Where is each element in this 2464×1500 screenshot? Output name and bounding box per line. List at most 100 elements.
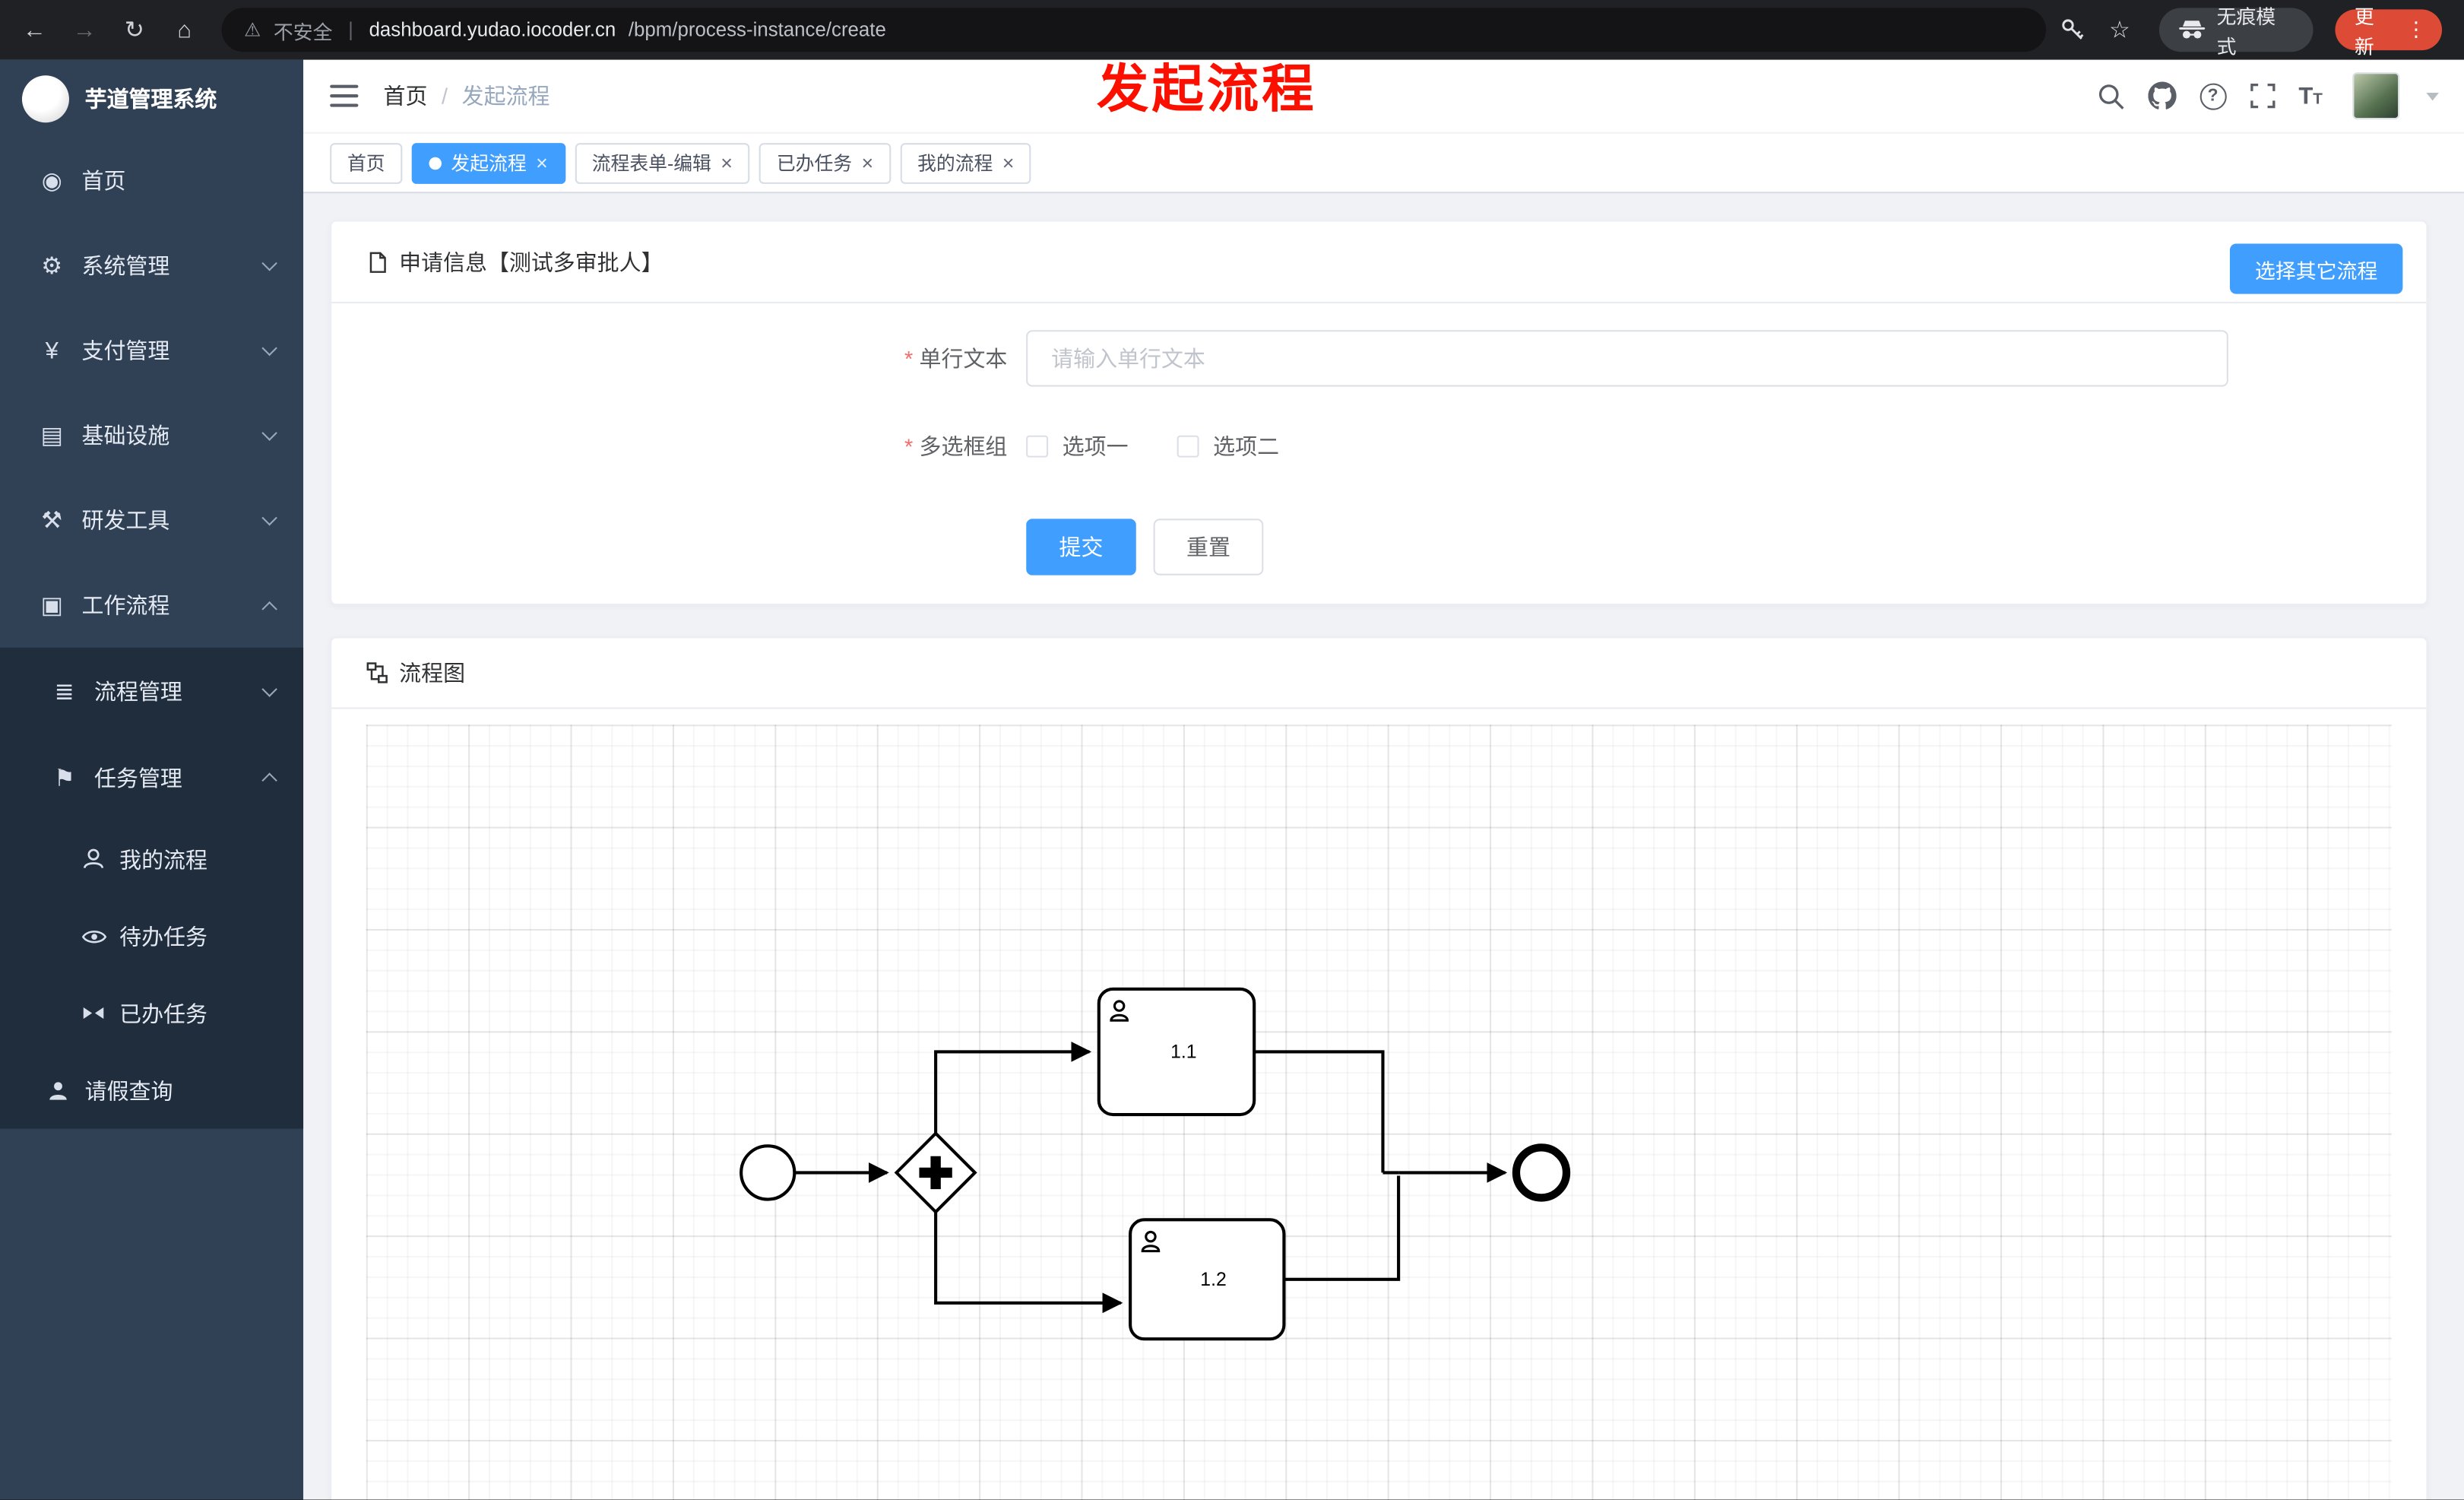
yen-icon: ¥	[45, 337, 59, 364]
sidebar-item-dev-tools[interactable]: ⚒ 研发工具	[0, 478, 303, 563]
user-task-icon	[1110, 1000, 1129, 1022]
url-path: /bpm/process-instance/create	[628, 18, 886, 41]
app-logo[interactable]: 芋道管理系统	[0, 60, 303, 138]
chevron-up-icon	[261, 772, 277, 788]
browser-menu-dots-icon[interactable]: ⋮	[2405, 17, 2427, 41]
warning-icon: ⚠	[244, 18, 261, 41]
browser-update-button[interactable]: 更新 ⋮	[2336, 6, 2443, 59]
sidebar-item-process-management[interactable]: ≣ 流程管理	[0, 648, 303, 734]
bpmn-canvas[interactable]: 1.1 1.2	[366, 725, 2392, 1500]
user-task-icon	[1141, 1230, 1161, 1253]
incognito-icon	[2178, 21, 2205, 39]
dashboard-icon: ◉	[41, 168, 62, 195]
close-icon[interactable]: ×	[721, 151, 733, 175]
sidebar-item-done-tasks[interactable]: 已办任务	[0, 975, 303, 1051]
tab-my-processes[interactable]: 我的流程 ×	[900, 142, 1032, 183]
update-label: 更新	[2354, 6, 2374, 59]
tags-view-bar: 首页 发起流程 × 流程表单-编辑 × 已办任务 × 我的流程 ×	[303, 133, 2464, 194]
required-asterisk: *	[904, 345, 914, 371]
single-line-text-input[interactable]	[1026, 330, 2228, 387]
bpmn-start-event[interactable]	[740, 1144, 797, 1201]
incognito-label: 无痕模式	[2216, 6, 2276, 59]
submit-button[interactable]: 提交	[1026, 518, 1136, 576]
search-icon[interactable]	[2098, 83, 2124, 109]
apply-info-card-header: 申请信息【测试多审批人】	[331, 222, 2427, 304]
checkbox-box[interactable]	[1026, 435, 1049, 458]
bpmn-parallel-gateway[interactable]	[894, 1131, 977, 1214]
browser-forward-button[interactable]: →	[72, 16, 97, 43]
sidebar-item-infrastructure[interactable]: ▤ 基础设施	[0, 393, 303, 478]
tools-icon: ⚒	[41, 507, 63, 534]
checkbox-box[interactable]	[1177, 435, 1199, 458]
collapse-sidebar-icon[interactable]	[330, 84, 359, 107]
sidebar-item-my-processes[interactable]: 我的流程	[0, 820, 303, 897]
bpmn-user-task-1-2[interactable]: 1.2	[1129, 1218, 1286, 1341]
sidebar-item-system-management[interactable]: ⚙ 系统管理	[0, 224, 303, 309]
sidebar-item-todo-tasks[interactable]: 待办任务	[0, 898, 303, 975]
app-title: 芋道管理系统	[84, 86, 217, 112]
person-icon	[47, 1077, 72, 1102]
svg-text:1.2: 1.2	[1200, 1270, 1226, 1290]
chevron-down-icon	[261, 425, 277, 441]
browser-home-button[interactable]: ⌂	[177, 16, 192, 43]
breadcrumb-separator: /	[441, 83, 448, 109]
breadcrumb-home[interactable]: 首页	[383, 83, 428, 109]
checkbox-option-one[interactable]: 选项一	[1026, 431, 1129, 462]
user-avatar[interactable]	[2352, 72, 2400, 120]
breadcrumb-current: 发起流程	[461, 83, 550, 109]
sidebar-item-payment-management[interactable]: ¥ 支付管理	[0, 308, 303, 393]
close-icon[interactable]: ×	[536, 151, 548, 175]
close-icon[interactable]: ×	[861, 151, 874, 175]
breadcrumb: 首页 / 发起流程	[383, 80, 549, 111]
bookmark-star-icon[interactable]: ☆	[2108, 17, 2130, 44]
annotation-text: 发起流程	[1097, 59, 1317, 119]
svg-text:1.1: 1.1	[1170, 1042, 1196, 1063]
bpmn-user-task-1-1[interactable]: 1.1	[1097, 987, 1256, 1117]
apply-info-card: 选择其它流程 申请信息【测试多审批人】 *单行文本 *多选框组	[330, 220, 2428, 606]
form-row-checkbox: *多选框组 选项一 选项二	[331, 431, 2426, 462]
close-icon[interactable]: ×	[1002, 151, 1015, 175]
reset-button[interactable]: 重置	[1153, 518, 1264, 576]
security-label: 不安全	[273, 21, 333, 43]
tab-done-tasks[interactable]: 已办任务 ×	[759, 142, 891, 183]
github-icon[interactable]	[2147, 81, 2177, 110]
tab-process-form-edit[interactable]: 流程表单-编辑 ×	[574, 142, 750, 183]
sidebar-item-task-management[interactable]: ⚑ 任务管理	[0, 734, 303, 821]
sidebar-item-home[interactable]: ◉ 首页	[0, 138, 303, 224]
card-title: 流程图	[399, 660, 466, 686]
list-icon: ≣	[54, 678, 74, 706]
main-content: 选择其它流程 申请信息【测试多审批人】 *单行文本 *多选框组	[303, 193, 2464, 1500]
avatar-caret-down-icon[interactable]	[2426, 91, 2439, 100]
flow-task-1-1-to-merge	[1254, 1050, 1385, 1173]
required-asterisk: *	[904, 433, 914, 459]
process-diagram-card: 流程图	[330, 636, 2428, 1500]
bpmn-diagram: 1.1 1.2	[740, 987, 1571, 1341]
address-bar[interactable]: ⚠ 不安全 | dashboard.yudao.iocoder.cn/bpm/p…	[222, 8, 2047, 52]
browser-back-button[interactable]: ←	[22, 16, 46, 43]
gear-icon: ⚙	[41, 252, 63, 281]
browser-toolbar: ← → ↻ ⌂ ⚠ 不安全 | dashboard.yudao.iocoder.…	[0, 0, 2464, 60]
url-divider: |	[348, 18, 353, 41]
flag-icon: ⚑	[53, 764, 75, 792]
tab-initiate-process[interactable]: 发起流程 ×	[411, 142, 565, 183]
key-icon	[2062, 19, 2084, 40]
password-key-icon[interactable]	[2052, 9, 2092, 50]
flow-gateway-to-task-1-2	[934, 1212, 1123, 1314]
card-title: 申请信息【测试多审批人】	[399, 249, 664, 274]
checkbox-option-two[interactable]: 选项二	[1177, 431, 1279, 462]
select-other-process-button[interactable]: 选择其它流程	[2229, 243, 2403, 294]
workflow-icon: ▣	[40, 592, 63, 620]
browser-reload-button[interactable]: ↻	[124, 17, 144, 44]
bpmn-end-event[interactable]	[1512, 1143, 1571, 1202]
field-label: *单行文本	[904, 345, 1008, 371]
active-dot-icon	[429, 156, 442, 170]
sidebar-item-workflow[interactable]: ▣ 工作流程	[0, 563, 303, 648]
help-icon[interactable]: ?	[2200, 82, 2227, 109]
sidebar-item-leave-query[interactable]: 请假查询	[0, 1051, 303, 1128]
tab-home[interactable]: 首页	[330, 142, 403, 183]
fullscreen-icon[interactable]	[2250, 83, 2275, 109]
workflow-submenu: ≣ 流程管理 ⚑ 任务管理 我的流程	[0, 647, 304, 1129]
